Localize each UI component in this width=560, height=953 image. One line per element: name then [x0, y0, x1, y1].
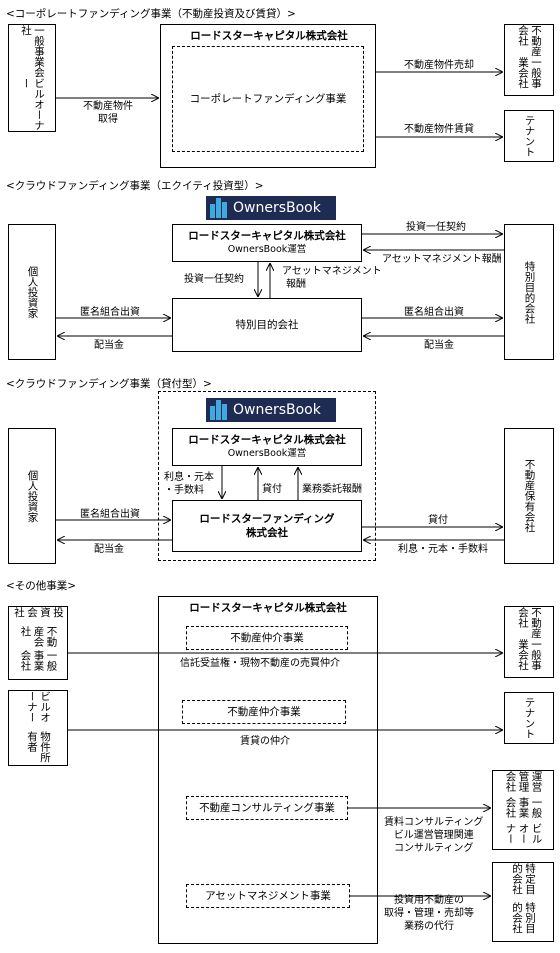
buyer-box: 一般事業会社不動産会社 — [504, 24, 554, 96]
right-box-3: ビルオーナー一般事業会社運営管理会社 — [492, 770, 554, 850]
am-box: アセットマネジメント事業 — [186, 884, 350, 908]
roadstar-company-box-s2: ロードスターキャピタル株式会社 OwnersBook運営 — [172, 224, 362, 262]
corporate-funding-label: コーポレートファンディング事業 — [189, 93, 347, 105]
anon-invest-left-label: 匿名組合出資 — [80, 307, 140, 318]
discretion-right-label: 投資一任契約 — [406, 222, 466, 233]
right-box-2: テナント — [504, 692, 554, 744]
right-box-4: 特別目的会社特定目的会社 — [492, 862, 554, 942]
brokerage-1-desc: 信託受益権・現物不動産の売買仲介 — [180, 658, 340, 669]
consulting-box: 不動産コンサルティング事業 — [186, 796, 348, 820]
section-title-corporate: <コーポレートファンディング事業（不動産投資及び賃貸）> — [6, 8, 296, 20]
dividend-right-label: 配当金 — [424, 340, 454, 351]
holder-box: 不動産保有会社 — [504, 428, 554, 564]
building-owner-label-1: ビルオーナー — [20, 78, 45, 131]
corporate-funding-dashed-box: コーポレートファンディング事業 — [172, 46, 364, 152]
dividend-left-label: 配当金 — [94, 340, 124, 351]
company-name: ロードスターキャピタル株式会社 — [190, 30, 348, 42]
lease-label: 不動産物件賃貸 — [404, 124, 474, 135]
building-owner-label-2: 一般事業会社 — [20, 25, 45, 78]
service-fee-label: 業務委託報酬 — [302, 484, 362, 495]
spc-right-box: 特別目的会社 — [504, 224, 554, 360]
crowd-loan-dashed-box — [158, 391, 376, 561]
funding-company-box: ロードスターファンディング株式会社 — [172, 500, 362, 552]
building-owner-box: ビルオーナー 一般事業会社 — [8, 24, 56, 132]
roadstar-company-box-s4: ロードスターキャピタル株式会社 — [158, 596, 378, 944]
loan-up-label: 貸付 — [262, 484, 282, 495]
roadstar-company-box-s1: ロードスターキャピタル株式会社 — [160, 24, 376, 168]
am-desc: 投資用不動産の取得・管理・売却等業務の代行 — [384, 895, 474, 932]
left-box-1: 一般事業会社不動産会社投資会社 — [8, 606, 68, 680]
right-box-1: 一般事業会社不動産会社 — [504, 606, 554, 678]
loan-right-label: 貸付 — [428, 515, 448, 526]
left-box-2: 物件所有者ビルオーナー — [8, 690, 68, 766]
section-title-crowd-loan: <クラウドファンディング事業（貸付型）> — [6, 378, 212, 390]
interest-right-label: 利息・元本・手数料 — [398, 544, 488, 555]
anon-invest-label: 匿名組合出資 — [80, 509, 140, 520]
spc-box: 特別目的会社 — [172, 298, 362, 352]
section-title-other: <その他事業> — [6, 580, 77, 592]
ownersbook-logo-2: OwnersBook — [206, 398, 336, 422]
tenant-box: テナント — [504, 110, 554, 162]
anon-invest-right-label: 匿名組合出資 — [404, 307, 464, 318]
brokerage-2-box: 不動産仲介事業 — [182, 700, 346, 724]
investor-box-s2: 個人投資家 — [8, 224, 56, 360]
ownersbook-logo: OwnersBook — [206, 196, 336, 220]
section-title-crowd-equity: <クラウドファンディング事業（エクイティ投資型）> — [6, 180, 264, 192]
sale-label: 不動産物件売却 — [404, 60, 474, 71]
acquire-label: 不動産物件取得 — [83, 101, 133, 125]
am-fee-label: アセットマネジメント報酬 — [282, 266, 382, 290]
brokerage-1-box: 不動産仲介事業 — [186, 626, 348, 650]
dividend-label: 配当金 — [94, 544, 124, 555]
am-fee-right-label: アセットマネジメント報酬 — [382, 254, 502, 265]
brokerage-2-desc: 賃貸の仲介 — [240, 736, 290, 747]
building-icon — [210, 400, 228, 420]
investor-box-s3: 個人投資家 — [8, 428, 56, 564]
interest-label: 利息・元本・手数料 — [164, 472, 214, 496]
roadstar-company-box-s3: ロードスターキャピタル株式会社 OwnersBook運営 — [172, 428, 362, 466]
discretion-label: 投資一任契約 — [184, 274, 244, 285]
consulting-desc: 賃料コンサルティングビル運営管理関連コンサルティング — [384, 817, 484, 854]
building-icon — [210, 198, 228, 218]
